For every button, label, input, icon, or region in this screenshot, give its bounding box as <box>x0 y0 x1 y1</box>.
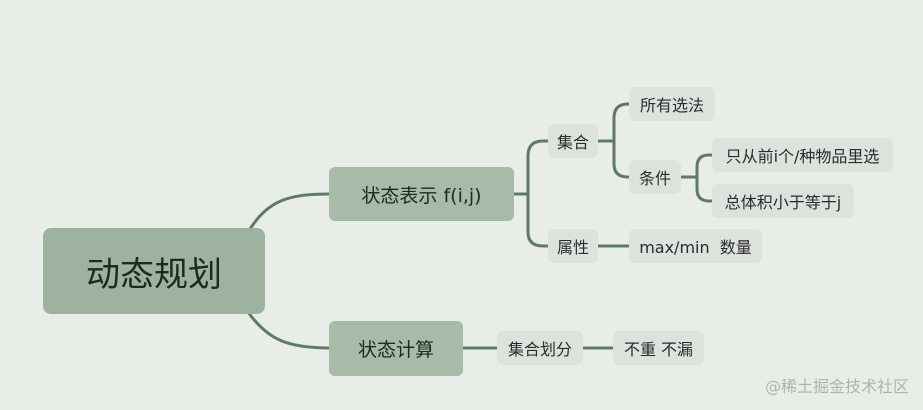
edge-state-set <box>526 139 550 196</box>
branch-state-representation: 状态表示 f(i,j) <box>329 167 514 221</box>
node-condition-items: 只从前i个/种物品里选 <box>712 138 893 172</box>
edge-root-state <box>246 192 332 234</box>
edge-state-attr <box>526 192 550 248</box>
branch-state-computation: 状态计算 <box>329 321 463 376</box>
edge-set-cond <box>612 139 631 179</box>
edge-root-compute <box>246 310 332 350</box>
node-set: 集合 <box>548 124 598 158</box>
node-attribute-value: max/min 数量 <box>629 229 762 263</box>
node-set-division: 集合划分 <box>497 331 583 365</box>
node-condition: 条件 <box>629 160 681 194</box>
node-condition-volume: 总体积小于等于j <box>712 184 854 218</box>
node-all-choices: 所有选法 <box>629 87 715 121</box>
edge-set-all <box>612 102 631 143</box>
node-attribute: 属性 <box>548 229 598 263</box>
edge-cond-volume <box>695 175 714 203</box>
root-node: 动态规划 <box>43 228 265 314</box>
watermark: @稀土掘金技术社区 <box>764 377 909 396</box>
node-no-repeat-no-omit: 不重 不漏 <box>613 331 704 365</box>
edge-cond-items <box>695 153 714 179</box>
